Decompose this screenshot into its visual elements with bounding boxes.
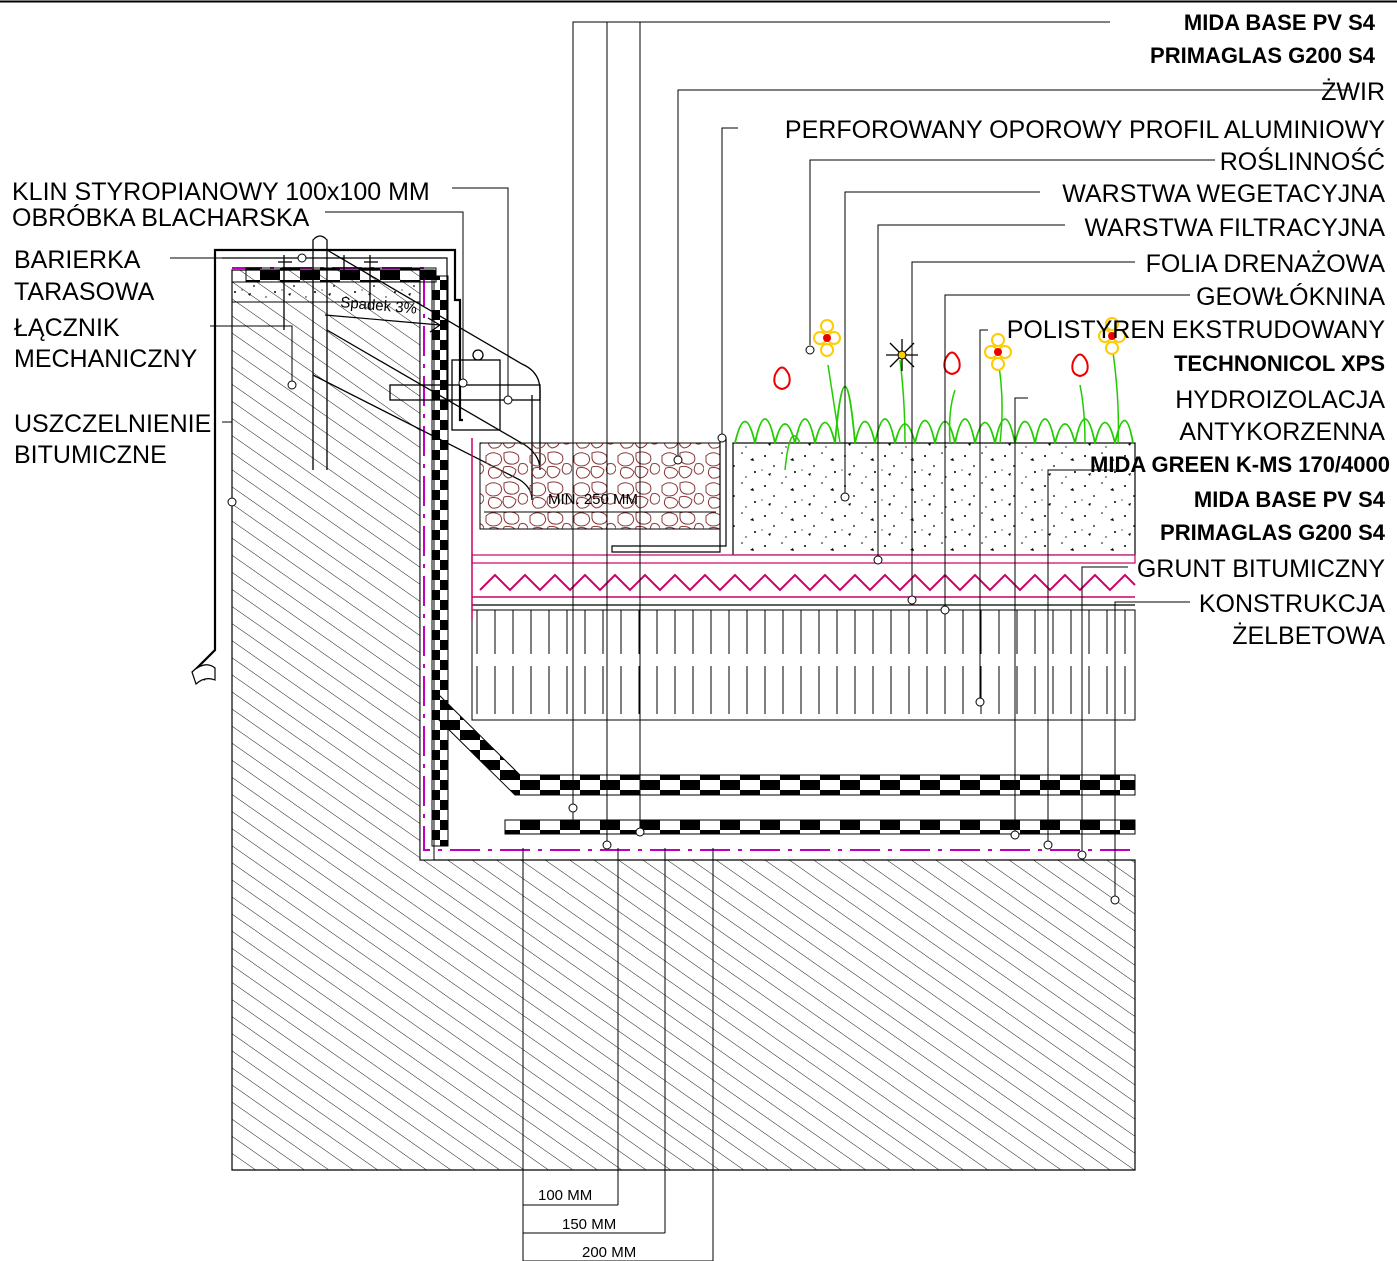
label-railing-1: BARIERKA: [14, 246, 141, 274]
label-filter-layer: WARSTWA FILTRACYJNA: [1085, 214, 1386, 242]
label-styrofoam-wedge: KLIN STYROPIANOWY 100x100 MM: [12, 178, 430, 206]
label-vegetation-layer: WARSTWA WEGETACYJNA: [1062, 180, 1385, 208]
slope-label: Spadek 3%: [340, 294, 418, 318]
label-structure-2: ŻELBETOWA: [1232, 621, 1385, 650]
bitumen-primer-line: [232, 267, 1135, 851]
leader-dots-right: [568, 345, 1120, 905]
membrane-vertical: [431, 275, 449, 847]
label-geotextile: GEOWŁÓKNINA: [1196, 282, 1385, 311]
label-fastener-1: ŁĄCZNIK: [14, 314, 120, 342]
label-retaining-profile: PERFOROWANY OPOROWY PROFIL ALUMINIOWY: [785, 116, 1385, 144]
label-metal-flashing: OBRÓBKA BLACHARSKA: [12, 203, 310, 232]
label-mida-base-lower: MIDA BASE PV S4: [1194, 487, 1386, 512]
label-root-waterproofing-2: ANTYKORZENNA: [1179, 418, 1385, 446]
label-gravel: ŻWIR: [1321, 77, 1385, 106]
label-root-waterproofing-1: HYDROIZOLACJA: [1175, 386, 1385, 414]
dimension-100: 100 MM: [538, 1187, 592, 1204]
mechanical-fasteners: [278, 255, 378, 330]
membrane-corner: [433, 688, 1136, 796]
metal-flashing-drip: [191, 664, 216, 686]
filter-layer: [471, 554, 1136, 564]
label-structure-1: KONSTRUKCJA: [1199, 590, 1385, 618]
membrane-bottom-strip: [504, 819, 1136, 835]
vegetation-layer: [732, 442, 1136, 556]
membrane-top: [245, 267, 437, 283]
label-primaglas-lower: PRIMAGLAS G200 S4: [1160, 520, 1386, 545]
dimension-200: 200 MM: [582, 1244, 636, 1261]
slope-arrow: [324, 314, 441, 333]
leader-lines-right: [572, 21, 1352, 900]
leader-dots-left: [227, 253, 513, 507]
drainage-foil: [479, 573, 1136, 592]
label-mida-green: MIDA GREEN K-MS 170/4000: [1090, 452, 1390, 477]
label-bitumen-primer: GRUNT BITUMICZNY: [1137, 555, 1385, 583]
vegetation-plants: [734, 317, 1134, 471]
leader-lines-left: [170, 187, 509, 502]
label-xps-1: POLISTYREN EKSTRUDOWANY: [1007, 316, 1386, 344]
label-drainage-foil: FOLIA DRENAŻOWA: [1146, 249, 1386, 278]
label-bitumen-seal-1: USZCZELNIENIE: [14, 410, 211, 438]
label-mida-base-top: MIDA BASE PV S4: [1184, 10, 1376, 35]
dimension-150: 150 MM: [562, 1216, 616, 1233]
gravel-layer: [479, 442, 721, 530]
parapet-top-fill: [231, 281, 421, 303]
label-plants: ROŚLINNOŚĆ: [1220, 146, 1385, 176]
label-railing-2: TARASOWA: [14, 278, 155, 306]
gravel-width-label: MIN. 250 MM: [548, 491, 638, 508]
xps-insulation: [471, 609, 1136, 721]
label-bitumen-seal-2: BITUMICZNE: [14, 441, 167, 469]
label-fastener-2: MECHANICZNY: [14, 345, 198, 373]
bottom-dimension-lines: [522, 848, 714, 1261]
label-xps-2: TECHNONICOL XPS: [1174, 351, 1385, 376]
label-primaglas-top: PRIMAGLAS G200 S4: [1150, 43, 1376, 68]
